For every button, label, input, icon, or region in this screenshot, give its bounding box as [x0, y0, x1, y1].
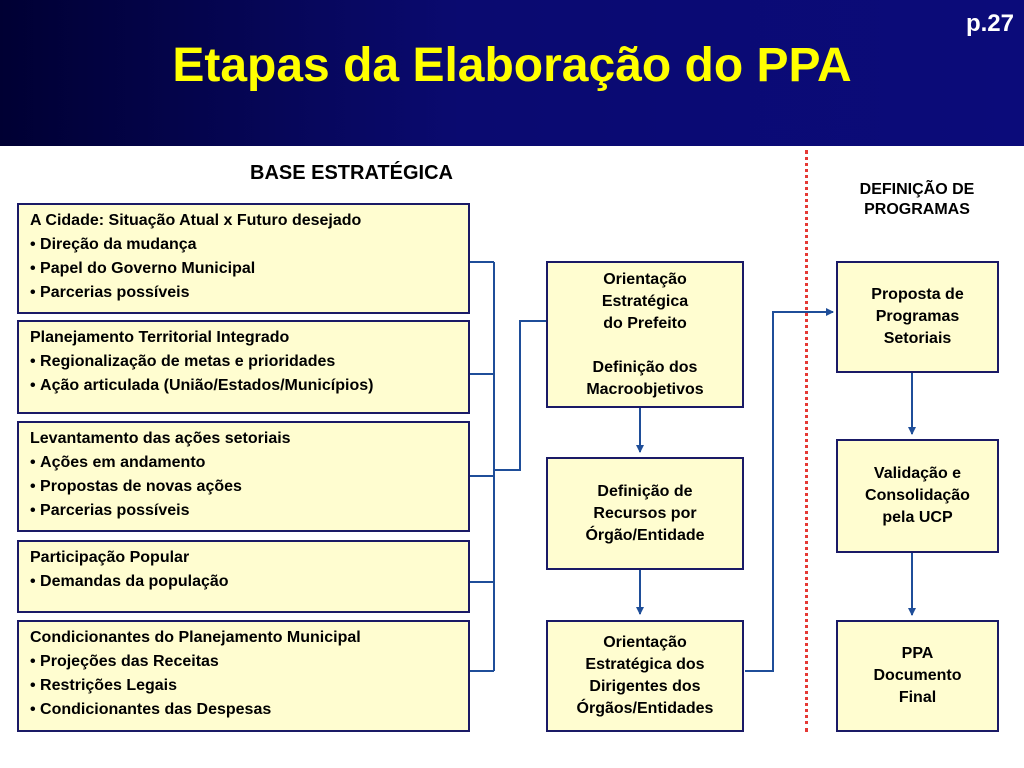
list-item: Restrições Legais	[30, 674, 458, 698]
center-box-resource-definition: Definição de Recursos por Órgão/Entidade	[546, 457, 744, 570]
arrow-center-3-to-right-1	[745, 308, 834, 672]
list-item: Propostas de novas ações	[30, 475, 458, 499]
left-box-sectoral-survey: Levantamento das ações setoriais Ações e…	[17, 421, 470, 532]
left-box-territorial-planning: Planejamento Territorial Integrado Regio…	[17, 320, 470, 414]
section-label-definition: DEFINIÇÃO DE PROGRAMAS	[859, 181, 975, 218]
right-box-final-document: PPA Documento Final	[836, 620, 999, 732]
header-banner: p.27 Etapas da Elaboração do PPA	[0, 0, 1024, 146]
list-item: Parcerias possíveis	[30, 281, 458, 305]
list-item: Direção da mudança	[30, 233, 458, 257]
left-box-municipal-constraints: Condicionantes do Planejamento Municipal…	[17, 620, 470, 732]
list-item: Parcerias possíveis	[30, 499, 458, 523]
list-item: Papel do Governo Municipal	[30, 257, 458, 281]
list-item: Ações em andamento	[30, 451, 458, 475]
page-number: p.27	[965, 10, 1014, 37]
left-box-title: Levantamento das ações setoriais	[30, 430, 291, 447]
list-item: Ação articulada (União/Estados/Município…	[30, 374, 458, 398]
list-item: Projeções das Receitas	[30, 650, 458, 674]
left-box-city: A Cidade: Situação Atual x Futuro deseja…	[17, 203, 470, 314]
page-title: Etapas da Elaboração do PPA	[172, 39, 852, 92]
left-box-title: Condicionantes do Planejamento Municipal	[30, 629, 361, 646]
left-box-popular-participation: Participação Popular Demandas da populaç…	[17, 540, 470, 613]
right-box-validation: Validação e Consolidação pela UCP	[836, 439, 999, 553]
center-box-mayor-orientation: Orientação Estratégica do Prefeito Defin…	[546, 261, 744, 408]
section-label-base: BASE ESTRATÉGICA	[250, 162, 453, 184]
left-box-title: A Cidade: Situação Atual x Futuro deseja…	[30, 212, 362, 229]
list-item: Demandas da população	[30, 570, 458, 594]
left-box-title: Planejamento Territorial Integrado	[30, 329, 290, 346]
left-box-title: Participação Popular	[30, 549, 190, 566]
right-box-program-proposal: Proposta de Programas Setoriais	[836, 261, 999, 373]
section-divider	[805, 150, 808, 732]
center-box-directors-orientation: Orientação Estratégica dos Dirigentes do…	[546, 620, 744, 732]
list-item: Condicionantes das Despesas	[30, 698, 458, 722]
connector-bracket	[494, 320, 546, 471]
list-item: Regionalização de metas e prioridades	[30, 350, 458, 374]
